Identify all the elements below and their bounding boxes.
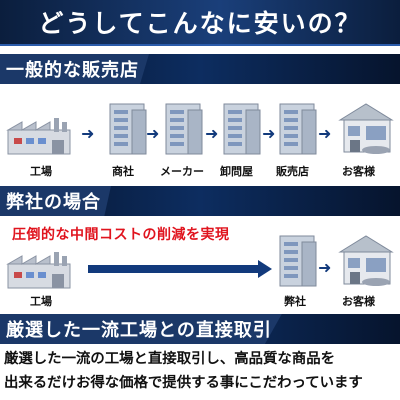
page-title: どうしてこんなに安いの？ xyxy=(38,9,362,38)
chain-arrow-icon: ➜ xyxy=(81,124,95,143)
building-icon xyxy=(279,103,317,155)
chain-arrow-icon: ➜ xyxy=(318,124,332,143)
chain-label-customer: お客様 xyxy=(342,165,375,178)
chain-label-maker: メーカー xyxy=(160,165,204,178)
chain-label-retailer: 販売店 xyxy=(276,165,309,178)
building-icon xyxy=(279,235,317,287)
page-header: どうしてこんなに安いの？ xyxy=(0,0,400,46)
chain-arrow-icon: ➜ xyxy=(146,124,160,143)
description: 厳選した一流の工場と直接取引し、高品質な商品を 出来るだけお得な価格で提供する事… xyxy=(4,347,396,395)
description-line: 出来るだけお得な価格で提供する事にこだわっています xyxy=(4,375,363,391)
factory-icon xyxy=(6,252,71,289)
chain-arrow-icon: ➜ xyxy=(205,124,219,143)
building-icon xyxy=(109,103,147,155)
chain-arrow-icon: ➜ xyxy=(262,124,276,143)
ours-label-company: 弊社 xyxy=(284,295,306,308)
section-direct-band: 厳選した一流工場との直接取引 xyxy=(0,314,400,344)
description-line: 厳選した一流の工場と直接取引し、高品質な商品を xyxy=(4,351,335,367)
chain-label-trading: 商社 xyxy=(112,165,134,178)
house-icon xyxy=(338,103,394,154)
building-icon xyxy=(165,103,203,155)
section-general-band: 一般的な販売店 xyxy=(0,54,400,84)
section-ours-band: 弊社の場合 xyxy=(0,186,400,216)
cost-reduction-slogan: 圧倒的な中間コストの削減を実現 xyxy=(12,227,230,243)
ours-label-customer: お客様 xyxy=(342,295,375,308)
chain-label-factory: 工場 xyxy=(30,165,52,178)
chain-arrow-icon: ➜ xyxy=(318,258,332,277)
ours-label-factory: 工場 xyxy=(30,295,52,308)
section-ours-title: 弊社の場合 xyxy=(0,186,111,216)
direct-arrow-icon xyxy=(88,260,272,278)
section-general-title: 一般的な販売店 xyxy=(0,54,149,84)
section-direct-title: 厳選した一流工場との直接取引 xyxy=(0,314,282,344)
building-icon xyxy=(223,103,261,155)
factory-icon xyxy=(6,118,71,155)
chain-label-wholesaler: 卸問屋 xyxy=(220,165,253,178)
house-icon xyxy=(338,235,394,286)
